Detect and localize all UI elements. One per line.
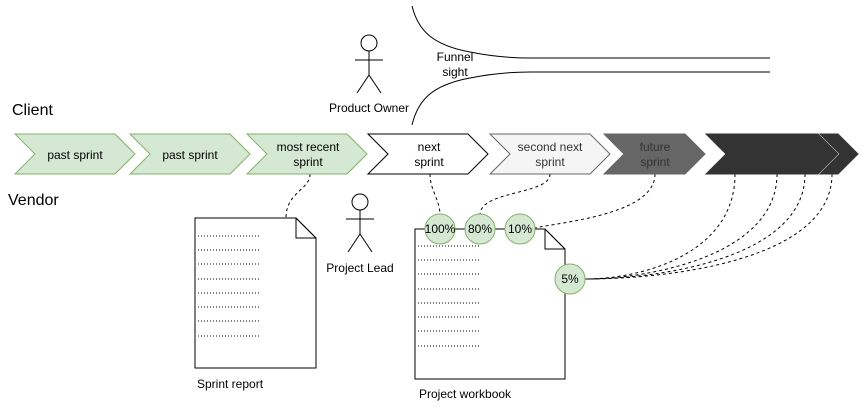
estimate-circle-5 — [554, 263, 586, 295]
sprint-chevron[interactable] — [245, 133, 368, 175]
sprint-chevron[interactable] — [788, 133, 839, 175]
connector-far1-to-5 — [584, 173, 736, 280]
estimate-label: 10% — [508, 222, 532, 236]
estimate-label: 5% — [561, 272, 579, 286]
sprint-label: past sprint — [47, 148, 103, 162]
sprint-label: next — [418, 140, 441, 154]
funnel-label-line1: Funnel — [437, 50, 474, 64]
project-workbook-document[interactable] — [414, 228, 566, 380]
lane-label-client: Client — [12, 102, 53, 119]
product-owner-actor-icon — [355, 34, 383, 94]
sprint-chevron[interactable] — [818, 133, 859, 175]
sprint-chevron[interactable] — [488, 133, 611, 175]
connector-far3-to-5 — [584, 173, 806, 280]
project-workbook-page — [414, 228, 566, 380]
lane-label-vendor: Vendor — [8, 192, 59, 209]
funnel-upper-curve — [411, 5, 770, 59]
sprint-report-text-lines — [198, 235, 260, 337]
connectors — [285, 173, 833, 280]
funnel-sight-curves — [411, 5, 770, 126]
estimate-circle-100 — [424, 213, 456, 245]
project-lead-label: Project Lead — [326, 261, 393, 275]
project-workbook-text-lines — [418, 245, 480, 347]
folded-corner-icon — [295, 217, 317, 239]
sprint-label-line2: sprint — [535, 155, 565, 169]
sprint-report-document[interactable] — [194, 217, 317, 369]
estimate-circle-10 — [504, 213, 536, 245]
sprint-label-line2: sprint — [640, 155, 670, 169]
connector-future-to-10 — [534, 173, 656, 229]
estimate-circle-80 — [464, 213, 496, 245]
sprint-chevron[interactable] — [602, 133, 706, 175]
sprint-chevron[interactable] — [13, 133, 136, 175]
estimate-markers: 100% 80% 10% 5% — [424, 213, 586, 295]
sprint-label: second next — [518, 140, 583, 154]
estimate-label: 80% — [468, 222, 492, 236]
connector-second-to-80 — [479, 173, 551, 216]
sprint-report-label: Sprint report — [197, 377, 264, 391]
funnel-label-line2: sight — [442, 65, 468, 79]
sprint-chevrons — [13, 133, 859, 175]
product-owner-label: Product Owner — [329, 101, 409, 115]
sprint-label: past sprint — [162, 148, 218, 162]
connector-far4-to-5 — [584, 173, 833, 280]
project-workbook-label: Project workbook — [419, 387, 512, 401]
sprint-chevron[interactable] — [366, 133, 489, 175]
sprint-label: future — [640, 140, 671, 154]
connector-recent-to-report — [285, 173, 311, 219]
folded-corner-icon — [544, 228, 566, 250]
estimate-label: 100% — [425, 222, 456, 236]
project-lead-actor-icon — [346, 193, 374, 253]
funnel-lower-curve — [411, 71, 770, 126]
sprint-label: most recent — [277, 140, 340, 154]
connector-far2-to-5 — [584, 173, 778, 280]
sprint-chevron-labels: past sprint past sprint most recent spri… — [47, 140, 670, 169]
sprint-label-line2: sprint — [414, 155, 444, 169]
connector-next-to-100 — [429, 173, 441, 216]
sprint-label-line2: sprint — [293, 155, 323, 169]
sprint-chevron[interactable] — [128, 133, 251, 175]
